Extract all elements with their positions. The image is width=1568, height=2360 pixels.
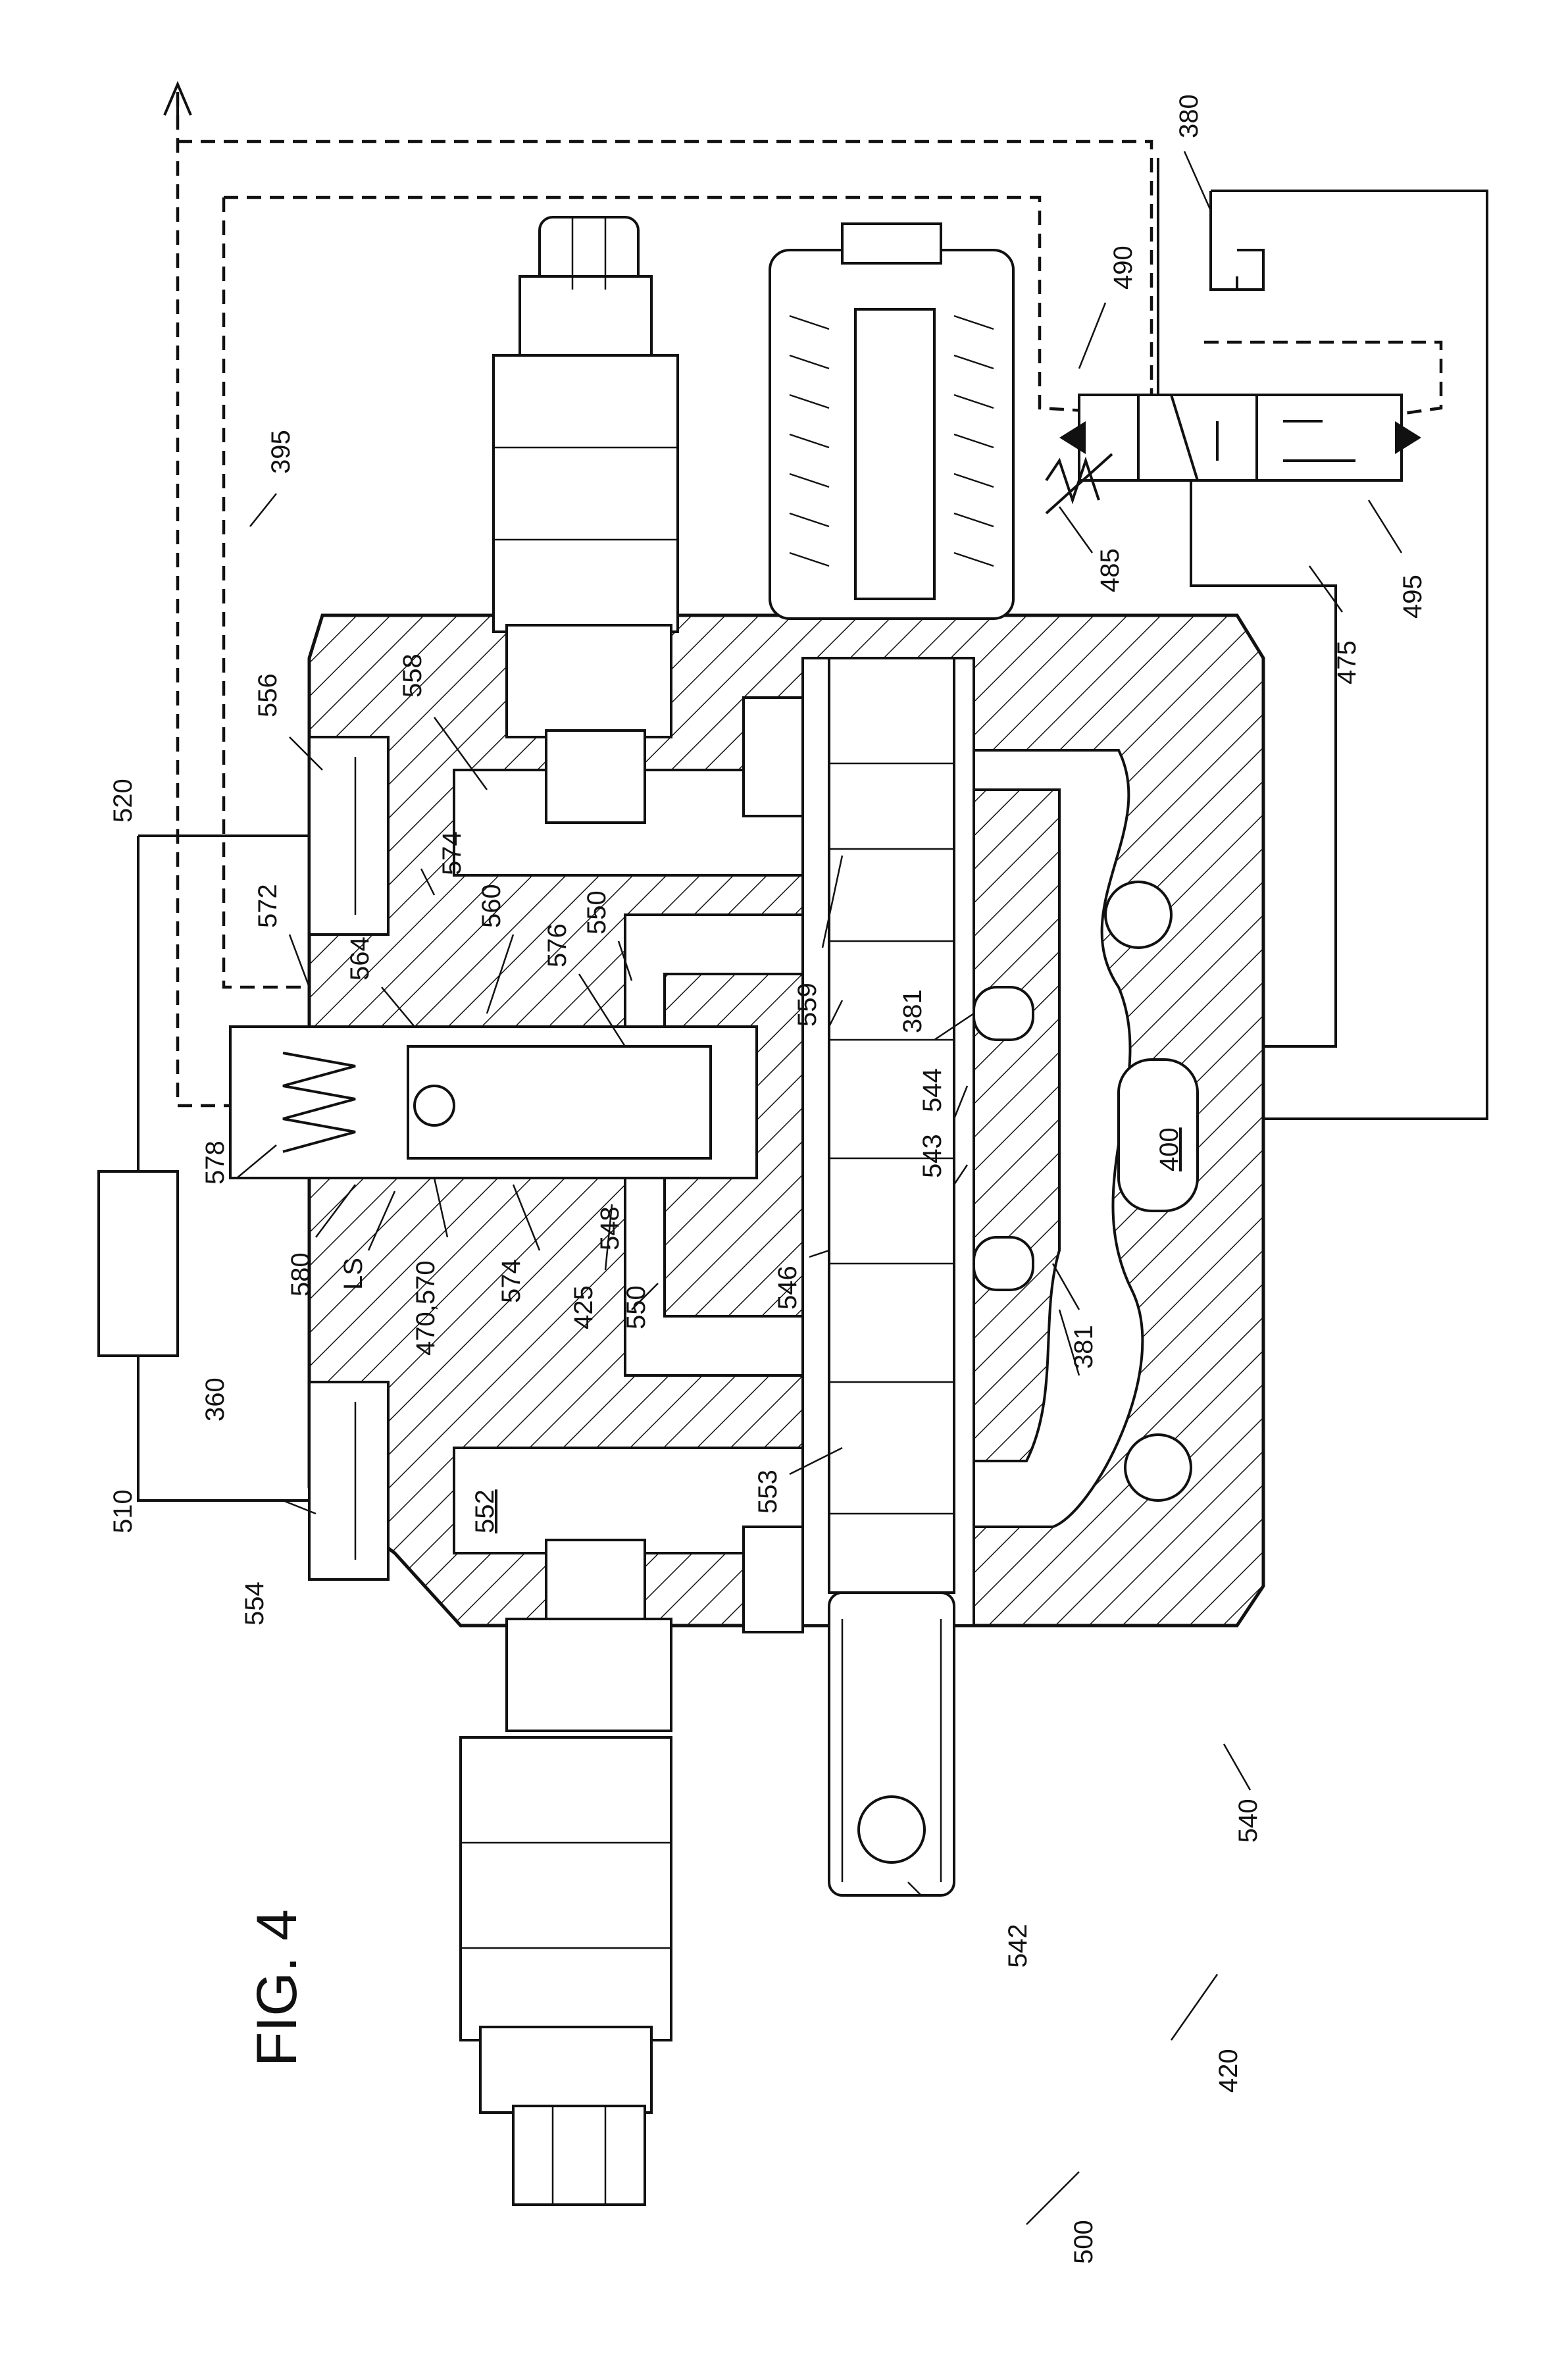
label-544: 544 (918, 1068, 947, 1112)
reference-numerals: 380 490 485 495 475 395 556 558 574 572 … (109, 94, 1427, 2264)
label-574-bottom: 574 (497, 1259, 526, 1303)
label-574-top: 574 (438, 831, 467, 875)
label-520: 520 (109, 779, 138, 823)
label-380: 380 (1175, 94, 1203, 138)
label-580: 580 (286, 1252, 315, 1296)
spool-spring-cap (769, 222, 1015, 620)
label-475: 475 (1332, 640, 1361, 684)
directional-valve-symbol (1045, 394, 1421, 515)
label-400: 400 (1155, 1127, 1184, 1171)
label-540: 540 (1234, 1799, 1263, 1843)
figure-title: FIG. 4 (245, 1909, 309, 2066)
label-554: 554 (240, 1581, 269, 1626)
label-558: 558 (398, 654, 427, 698)
check-symbol-380 (1237, 249, 1265, 291)
leader-lines (236, 151, 1403, 2225)
label-381-top: 381 (898, 989, 927, 1033)
label-556: 556 (253, 673, 282, 717)
label-560: 560 (477, 884, 506, 928)
label-381-bottom: 381 (1069, 1325, 1098, 1369)
label-542: 542 (1003, 1924, 1032, 1968)
label-546: 546 (773, 1266, 802, 1310)
component-360 (97, 1170, 179, 1357)
label-490: 490 (1109, 245, 1138, 290)
label-420: 420 (1214, 2049, 1243, 2093)
label-572: 572 (253, 884, 282, 928)
label-500: 500 (1069, 2220, 1098, 2264)
label-543: 543 (918, 1134, 947, 1178)
label-550-top: 550 (582, 890, 611, 935)
label-360: 360 (201, 1377, 230, 1422)
upper-relief-cartridge (492, 216, 679, 824)
label-510: 510 (109, 1489, 138, 1533)
lower-relief-cartridge (459, 1539, 672, 2206)
label-485: 485 (1096, 548, 1125, 592)
label-578: 578 (201, 1141, 230, 1185)
label-425: 425 (569, 1285, 598, 1329)
main-spool-542 (801, 657, 975, 1897)
label-553: 553 (753, 1470, 782, 1514)
label-548: 548 (595, 1206, 624, 1250)
label-495: 495 (1398, 575, 1427, 619)
label-LS: LS (339, 1258, 368, 1290)
label-395: 395 (266, 430, 295, 474)
label-576: 576 (543, 923, 572, 967)
internal-passages (453, 696, 1199, 1633)
label-564: 564 (345, 936, 374, 981)
label-470-570: 470,570 (411, 1260, 440, 1356)
label-552: 552 (470, 1489, 499, 1533)
label-550-bottom: 550 (622, 1285, 651, 1329)
compensator-spool-560 (229, 1025, 758, 1179)
label-559: 559 (793, 983, 822, 1027)
